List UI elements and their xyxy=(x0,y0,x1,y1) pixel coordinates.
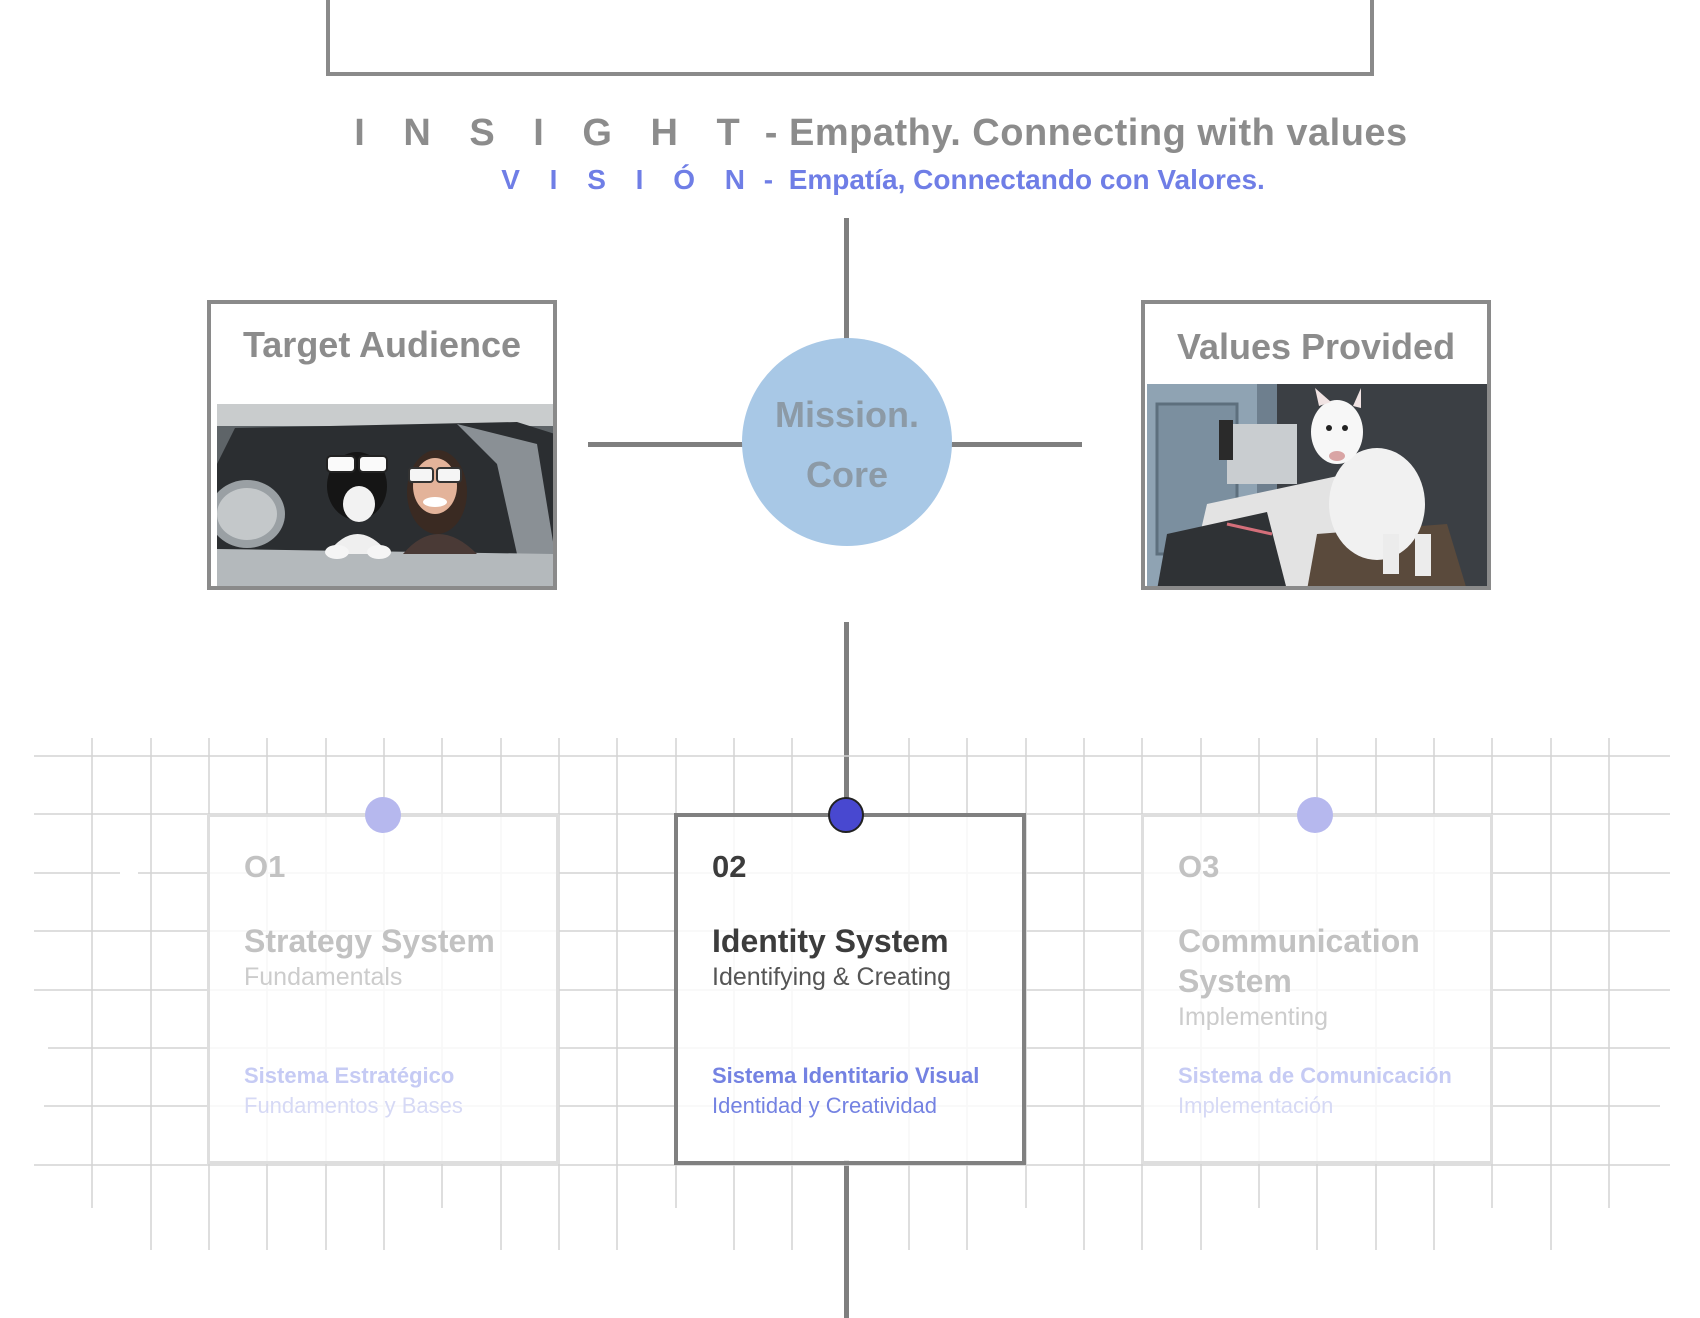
vision-label: V I S I Ó N xyxy=(501,164,757,195)
connector-top xyxy=(844,218,849,342)
connector-left xyxy=(588,442,748,447)
system-spanish-title: Sistema de Comunicación xyxy=(1178,1063,1452,1088)
system-name: Identity System Identifying & Creating xyxy=(712,921,1022,993)
system-subtitle: Fundamentals xyxy=(244,963,403,991)
vision-separator: - xyxy=(756,164,789,195)
values-provided-title: Values Provided xyxy=(1176,326,1456,367)
dog-and-woman-in-car-photo xyxy=(217,404,553,586)
mission-core-circle: Mission. Core xyxy=(742,338,952,546)
system-spanish-subtitle: Implementación xyxy=(1178,1093,1334,1118)
insight-text: Empathy. Connecting with values xyxy=(789,112,1408,154)
insight-separator: - xyxy=(753,112,790,154)
system-spanish-subtitle: Identidad y Creatividad xyxy=(712,1093,938,1118)
vision-text: Empatía, Connectando con Valores. xyxy=(788,164,1265,195)
identity-step-dot[interactable] xyxy=(828,797,864,833)
communication-step-dot[interactable] xyxy=(1297,797,1333,833)
system-title: Strategy System xyxy=(244,923,495,959)
system-name: Communication System Implementing xyxy=(1178,921,1468,1033)
insight-heading: I N S I G H T - Empathy. Connecting with… xyxy=(0,112,1700,155)
insight-label: I N S I G H T xyxy=(354,112,754,154)
system-title: Identity System xyxy=(712,923,949,959)
system-subtitle: Implementing xyxy=(1178,1003,1329,1031)
system-spanish-title: Sistema Estratégico xyxy=(244,1063,455,1088)
system-number: O3 xyxy=(1178,849,1220,884)
system-spanish-subtitle: Fundamentos y Bases xyxy=(244,1093,463,1118)
target-audience-title: Target Audience xyxy=(242,324,522,365)
system-name: Strategy System Fundamentals xyxy=(244,921,554,993)
identity-system-card[interactable]: 02 Identity System Identifying & Creatin… xyxy=(674,813,1026,1165)
top-frame xyxy=(326,0,1374,76)
mission-line: Mission. xyxy=(774,394,920,435)
target-audience-card: Target Audience xyxy=(207,300,557,590)
system-number: 02 xyxy=(712,849,747,884)
communication-system-card[interactable]: O3 Communication System Implementing Sis… xyxy=(1141,814,1493,1164)
connector-right xyxy=(946,442,1082,447)
system-spanish-name: Sistema Identitario Visual Identidad y C… xyxy=(712,1061,979,1121)
bull-terrier-at-sewing-machine-photo xyxy=(1147,384,1487,586)
system-number: O1 xyxy=(244,849,286,884)
system-spanish-name: Sistema Estratégico Fundamentos y Bases xyxy=(244,1061,463,1121)
system-spanish-title: Sistema Identitario Visual xyxy=(712,1063,980,1088)
core-line: Core xyxy=(805,454,889,495)
system-spanish-name: Sistema de Comunicación Implementación xyxy=(1178,1061,1452,1121)
connector-bottom xyxy=(844,1160,849,1318)
system-title: Communication System xyxy=(1178,923,1420,999)
strategy-step-dot[interactable] xyxy=(365,797,401,833)
system-subtitle: Identifying & Creating xyxy=(712,963,952,991)
vision-heading: V I S I Ó N - Empatía, Connectando con V… xyxy=(0,164,1700,196)
connector-middle xyxy=(844,622,849,814)
values-provided-card: Values Provided xyxy=(1141,300,1491,590)
strategy-system-card[interactable]: O1 Strategy System Fundamentals Sistema … xyxy=(207,814,559,1164)
